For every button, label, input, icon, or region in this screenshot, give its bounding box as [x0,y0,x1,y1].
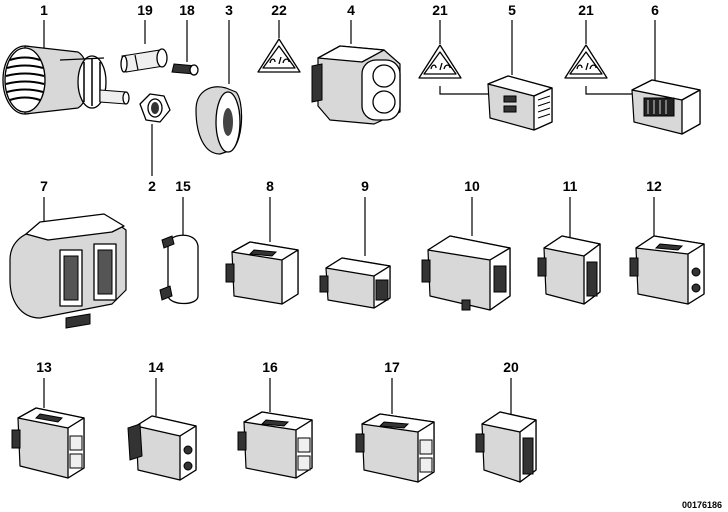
part-19-illustration [120,48,168,73]
part-labels: 1 19 18 3 22 4 21 5 21 6 2 7 15 8 9 10 1… [36,2,722,510]
leader-part-21a-to-5 [439,86,492,95]
part-1-illustration [2,45,130,115]
part-13-illustration [11,407,85,479]
label-part-19: 19 [137,2,153,18]
label-part-22: 22 [271,2,287,18]
part-18-illustration [171,63,199,76]
label-part-21a: 21 [432,2,448,18]
part-15-illustration [159,234,199,305]
label-part-14: 14 [148,359,164,375]
label-part-7: 7 [40,178,48,194]
label-part-20: 20 [503,359,519,375]
label-part-4: 4 [347,2,355,18]
label-part-13: 13 [36,359,52,375]
label-part-6: 6 [651,2,659,18]
label-part-3: 3 [225,2,233,18]
label-part-10: 10 [464,178,480,194]
label-part-11: 11 [563,178,578,194]
part-2-illustration [139,93,171,123]
part-17-illustration [355,413,435,483]
part-9-illustration [319,257,391,309]
part-16-illustration [237,411,313,479]
diagram-reference-number: 00176186 [682,500,722,510]
label-part-2: 2 [148,178,156,194]
leader-part-21b-to-6 [585,86,632,95]
part-3-illustration [195,86,243,155]
label-part-12: 12 [646,178,662,194]
label-part-8: 8 [266,178,274,194]
label-part-18: 18 [179,2,195,18]
part-7-illustration [9,213,127,329]
part-4-illustration [311,45,401,125]
label-part-1: 1 [40,2,48,18]
label-part-9: 9 [361,178,369,194]
label-part-5: 5 [508,2,516,18]
part-5-illustration [487,75,553,131]
part-21b-illustration [564,44,608,79]
label-part-21b: 21 [578,2,594,18]
part-11-illustration [537,235,601,305]
part-6-illustration [631,79,701,135]
leader-lines [43,20,656,416]
label-part-15: 15 [175,178,191,194]
part-22-illustration [257,38,301,73]
part-8-illustration [225,241,299,305]
part-21a-illustration [418,44,462,79]
label-part-17: 17 [384,359,400,375]
part-14-illustration [127,415,197,481]
part-20-illustration [475,411,537,483]
part-12-illustration [629,235,705,305]
label-part-16: 16 [262,359,278,375]
part-10-illustration [421,235,511,311]
